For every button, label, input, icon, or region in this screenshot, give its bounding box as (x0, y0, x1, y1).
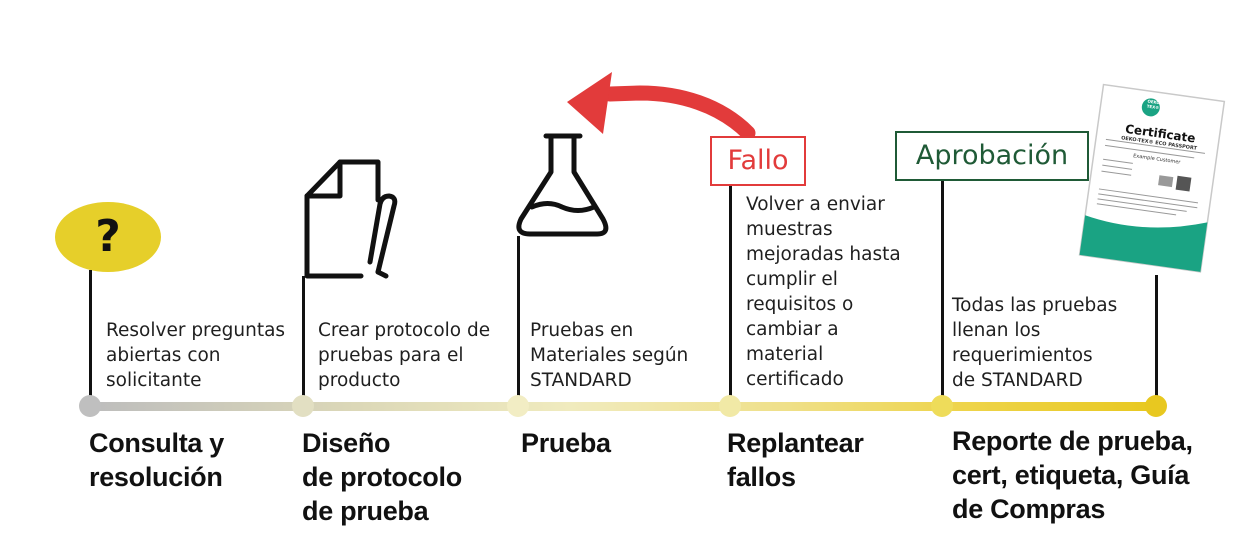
desc-diseno: Crear protocolo de pruebas para el produ… (318, 320, 491, 391)
timeline-node-diseno (292, 395, 314, 417)
stage-reporte: Reporte de prueba, cert, etiqueta, Guía … (952, 426, 1193, 524)
desc-replantear: Volver a enviar muestras mejoradas hasta… (746, 194, 901, 390)
approval-label: Aprobación (895, 131, 1089, 181)
desc-consulta: Resolver preguntas abiertas con solicita… (106, 320, 286, 391)
document-pen-icon (304, 159, 398, 279)
connector-end (1155, 275, 1158, 400)
question-icon (55, 202, 161, 272)
stage-consulta: Consulta y resolución (89, 428, 225, 492)
certificate-icon (1078, 83, 1226, 273)
connector-reporte (941, 178, 944, 400)
return-arrow-icon (567, 72, 756, 141)
connector-prueba (517, 236, 520, 400)
stage-diseno: Diseño de protocolo de prueba (302, 428, 462, 526)
timeline-node-end (1145, 395, 1167, 417)
stage-prueba: Prueba (521, 428, 611, 458)
timeline-bar (90, 402, 1156, 411)
timeline-node-reporte (931, 395, 953, 417)
fail-label: Fallo (710, 136, 806, 186)
question-mark: ? (95, 211, 121, 262)
connector-diseno (302, 276, 305, 400)
desc-prueba: Pruebas en Materiales según STANDARD (530, 320, 689, 391)
timeline-node-consulta (79, 395, 101, 417)
timeline-node-replantear (719, 395, 741, 417)
timeline-node-prueba (507, 395, 529, 417)
flask-icon (516, 133, 609, 237)
desc-reporte: Todas las pruebas llenan los requerimien… (952, 295, 1118, 391)
connector-consulta (89, 270, 92, 400)
connector-replantear (729, 182, 732, 400)
stage-replantear: Replantear fallos (727, 428, 864, 492)
